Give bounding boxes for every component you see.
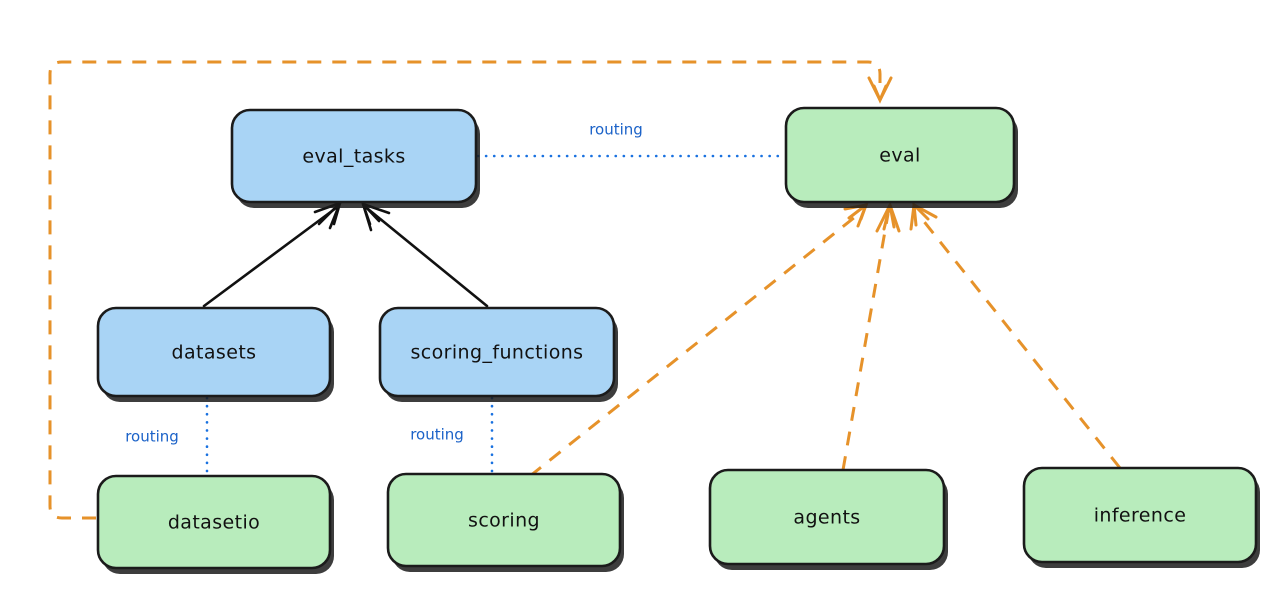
edge-scoring-eval-line xyxy=(529,211,861,478)
edge-agents-eval xyxy=(841,201,901,471)
node-scoring-label: scoring xyxy=(468,510,540,532)
edge-inference-eval xyxy=(909,200,1122,469)
node-scoring[interactable]: scoring xyxy=(386,472,624,572)
node-eval-shape xyxy=(784,106,1016,204)
edge-datasetio-eval-arrowhead-inner xyxy=(872,84,888,104)
node-eval-tasks[interactable]: eval_tasks xyxy=(230,108,480,208)
edge-datasets-eval-tasks xyxy=(202,198,343,308)
node-scoring-functions-shape xyxy=(378,306,616,398)
node-agents[interactable]: agents xyxy=(708,468,948,570)
edge-label-routing-scoring: routing xyxy=(410,426,464,444)
node-agents-label: agents xyxy=(793,507,860,529)
edge-label-routing-eval: routing xyxy=(589,121,643,139)
edge-datasetio-eval xyxy=(48,60,893,520)
node-eval-label: eval xyxy=(879,145,920,167)
node-inference[interactable]: inference xyxy=(1022,466,1260,568)
solid-edges-group xyxy=(202,198,489,308)
node-inference-label: inference xyxy=(1094,505,1187,527)
edge-datasets-eval-tasks-line xyxy=(202,206,338,308)
nodes-group: eval_tasks eval datasets scoring_functio… xyxy=(96,106,1260,574)
node-datasetio-shape xyxy=(96,474,332,570)
node-datasetio-label: datasetio xyxy=(168,512,260,534)
node-agents-shape xyxy=(708,468,946,566)
node-scoring-functions[interactable]: scoring_functions xyxy=(378,306,618,402)
node-eval[interactable]: eval xyxy=(784,106,1018,208)
edge-label-routing-datasetio: routing xyxy=(125,428,179,446)
node-eval-tasks-label: eval_tasks xyxy=(302,146,405,168)
node-eval-tasks-shape xyxy=(230,108,478,204)
node-datasetio[interactable]: datasetio xyxy=(96,474,334,574)
node-inference-shape xyxy=(1022,466,1258,564)
node-datasets-shape xyxy=(96,306,332,398)
edge-inference-eval-line xyxy=(916,213,1122,469)
edge-scoring-functions-eval-tasks xyxy=(361,201,489,308)
edge-labels-group: routing routing routing xyxy=(125,121,643,446)
edge-agents-eval-line xyxy=(841,213,890,471)
routing-edges-group xyxy=(205,154,786,476)
edge-scoring-functions-eval-tasks-line xyxy=(366,207,489,308)
node-scoring-shape xyxy=(386,472,622,568)
node-datasets-label: datasets xyxy=(172,342,257,364)
node-scoring-functions-label: scoring_functions xyxy=(411,342,584,364)
node-datasets[interactable]: datasets xyxy=(96,306,334,402)
